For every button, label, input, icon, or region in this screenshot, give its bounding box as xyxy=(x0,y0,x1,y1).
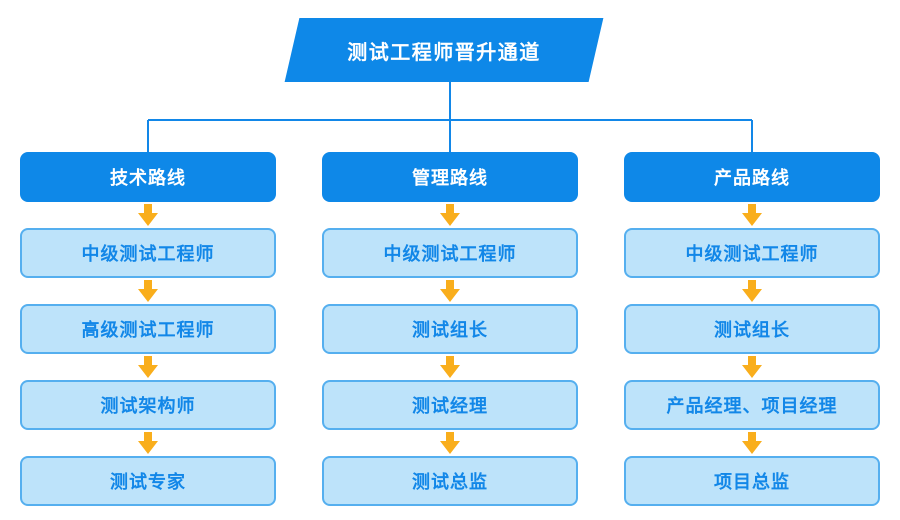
page-title: 测试工程师晋升通道 xyxy=(347,41,541,64)
down-arrow-icon xyxy=(20,278,276,304)
step-box: 测试专家 xyxy=(20,456,276,506)
step-box: 测试架构师 xyxy=(20,380,276,430)
step-box: 中级测试工程师 xyxy=(624,228,880,278)
down-arrow-icon xyxy=(624,278,880,304)
step-box: 中级测试工程师 xyxy=(20,228,276,278)
down-arrow-icon xyxy=(322,354,578,380)
column-header-technical: 技术路线 xyxy=(20,152,276,202)
step-box: 高级测试工程师 xyxy=(20,304,276,354)
down-arrow-icon xyxy=(20,354,276,380)
down-arrow-icon xyxy=(322,430,578,456)
down-arrow-icon xyxy=(624,430,880,456)
step-box: 项目总监 xyxy=(624,456,880,506)
step-box: 测试组长 xyxy=(624,304,880,354)
down-arrow-icon xyxy=(624,202,880,228)
step-box: 测试总监 xyxy=(322,456,578,506)
connector-path xyxy=(147,82,753,153)
column-management: 管理路线 中级测试工程师 测试组长 测试经理 测试总监 xyxy=(322,152,578,506)
column-header-product: 产品路线 xyxy=(624,152,880,202)
step-box: 中级测试工程师 xyxy=(322,228,578,278)
down-arrow-icon xyxy=(322,278,578,304)
column-technical: 技术路线 中级测试工程师 高级测试工程师 测试架构师 测试专家 xyxy=(20,152,276,506)
down-arrow-icon xyxy=(624,354,880,380)
column-header-management: 管理路线 xyxy=(322,152,578,202)
column-product: 产品路线 中级测试工程师 测试组长 产品经理、项目经理 项目总监 xyxy=(624,152,880,506)
down-arrow-icon xyxy=(20,430,276,456)
step-box: 产品经理、项目经理 xyxy=(624,380,880,430)
step-box: 测试组长 xyxy=(322,304,578,354)
down-arrow-icon xyxy=(20,202,276,228)
step-box: 测试经理 xyxy=(322,380,578,430)
down-arrow-icon xyxy=(322,202,578,228)
